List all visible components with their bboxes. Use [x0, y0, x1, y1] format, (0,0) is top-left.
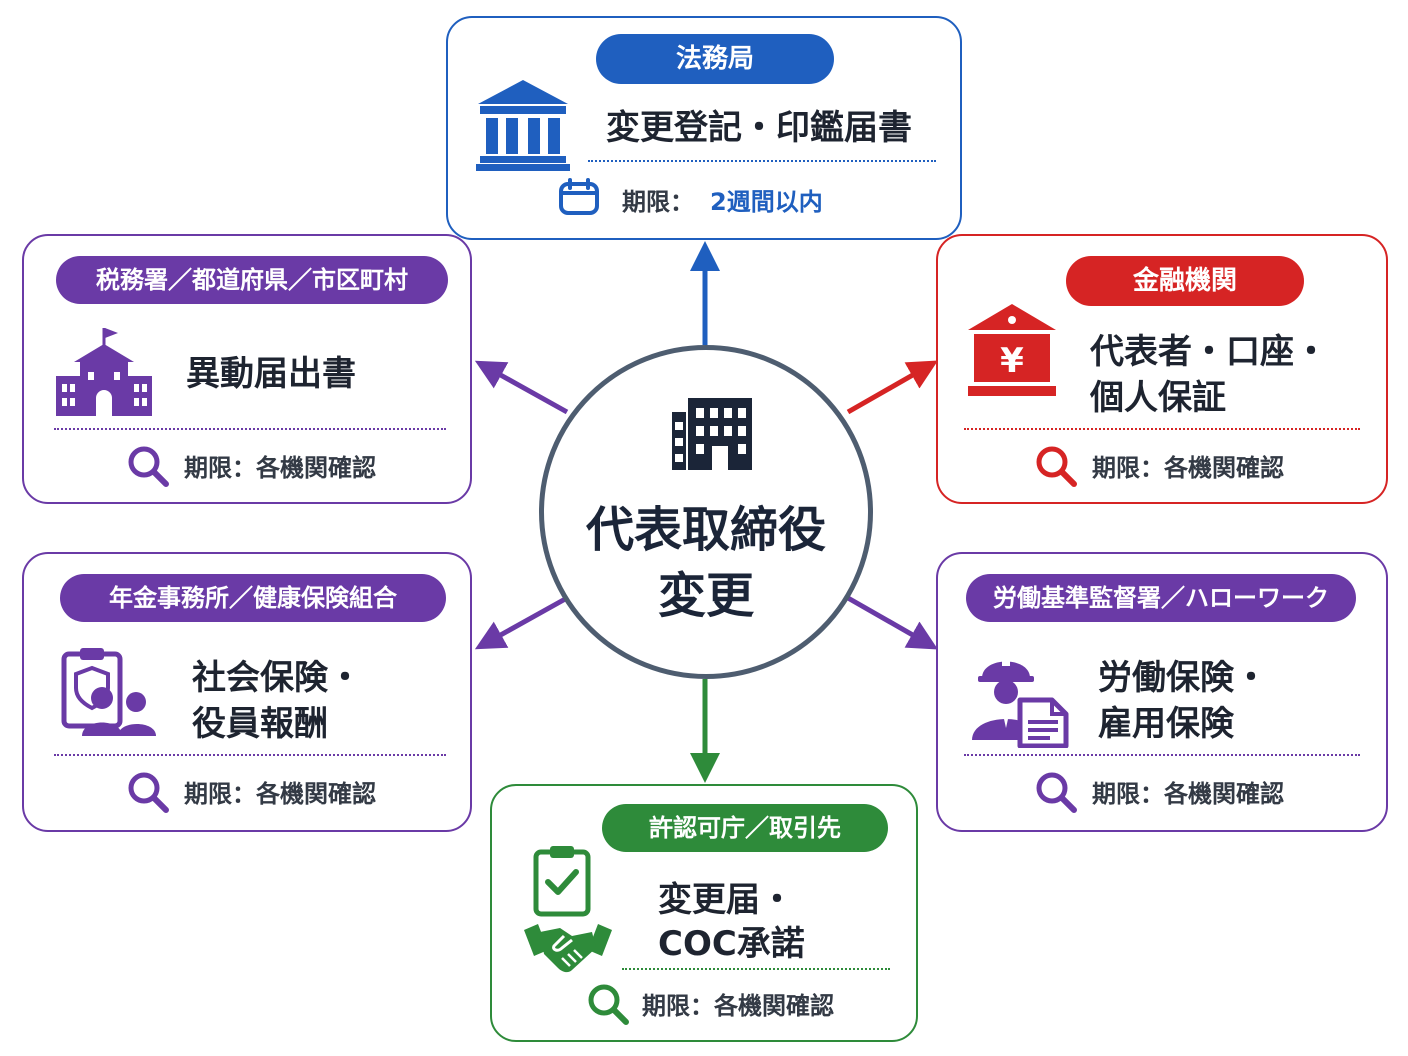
center-node: 代表取締役 変更 [539, 345, 873, 679]
arrow-to-nenkin [474, 595, 569, 650]
doc-title-roudou-line2: 雇用保険 [1098, 704, 1234, 744]
doc-title-nenkin-line2: 役員報酬 [192, 704, 328, 744]
doc-title-roudou-line1: 労働保険・ [1098, 658, 1268, 698]
divider [964, 754, 1360, 756]
arrow-to-roudou [846, 595, 939, 650]
handshake-icon [524, 924, 612, 973]
card-houmu: 法務局 変更登記・印鑑届書 期限： 2週間以内 [446, 16, 962, 240]
doc-title-zeimu: 異動届出書 [186, 354, 356, 394]
center-title-line2: 変更 [657, 568, 754, 624]
doc-title-kyoninka-line1: 変更届・ [658, 880, 794, 920]
doc-title-nenkin-line1: 社会保険・ [192, 658, 362, 698]
courthouse-icon [476, 80, 570, 171]
org-pill-kinyu: 金融機関 [1066, 256, 1304, 306]
divider [54, 754, 446, 756]
government-building-icon [56, 328, 152, 416]
office-building-icon [672, 398, 752, 470]
bank-yen-icon: ¥ [968, 304, 1056, 396]
deadline-roudou: 期限：各機関確認 [1092, 780, 1284, 808]
insurance-shield-people-icon [61, 648, 156, 736]
card-roudou: 労働基準監督署／ハローワーク 労働保険・ 雇用保険 期限：各機関確認 [936, 552, 1388, 832]
doc-title-kinyu-line2: 個人保証 [1090, 378, 1226, 418]
magnifier-icon [1036, 446, 1077, 487]
deadline-kyoninka: 期限：各機関確認 [642, 992, 834, 1020]
doc-title-kinyu-line1: 代表者・口座・ [1090, 332, 1328, 372]
magnifier-icon [1036, 772, 1077, 813]
org-pill-zeimu: 税務署／都道府県／市区町村 [56, 256, 448, 304]
arrow-to-zeimu [474, 360, 569, 415]
deadline-kinyu: 期限：各機関確認 [1092, 454, 1284, 482]
calendar-icon [559, 178, 599, 215]
worker-document-icon [972, 652, 1069, 748]
magnifier-icon [588, 984, 629, 1025]
doc-title-houmu: 変更登記・印鑑届書 [606, 108, 912, 148]
card-zeimu: 税務署／都道府県／市区町村 異動届出書 期限：各機関確認 [22, 234, 472, 504]
magnifier-icon [128, 446, 169, 487]
divider [964, 428, 1360, 430]
svg-text:¥: ¥ [1000, 341, 1024, 381]
arrow-to-kinyu [846, 360, 939, 415]
card-nenkin: 年金事務所／健康保険組合 社会保険・ 役員報酬 期限：各機関確認 [22, 552, 472, 832]
org-pill-kyoninka: 許認可庁／取引先 [602, 804, 888, 852]
deadline-label: 期限： [622, 188, 694, 216]
clipboard-check-icon [533, 846, 591, 917]
org-pill-nenkin: 年金事務所／健康保険組合 [60, 574, 446, 622]
divider [622, 968, 890, 970]
org-pill-houmu: 法務局 [596, 34, 834, 84]
org-pill-roudou: 労働基準監督署／ハローワーク [966, 574, 1356, 622]
divider [54, 428, 446, 430]
card-kyoninka: 許認可庁／取引先 変更届・ COC承諾 期限：各機関確認 [490, 784, 918, 1042]
doc-title-kyoninka-line2: COC承諾 [658, 924, 805, 964]
divider [588, 160, 936, 162]
deadline-zeimu: 期限：各機関確認 [184, 454, 376, 482]
deadline-nenkin: 期限：各機関確認 [184, 780, 376, 808]
magnifier-icon [128, 772, 169, 813]
card-kinyu: 金融機関 ¥ 代表者・口座・ 個人保証 期限：各機関確認 [936, 234, 1388, 504]
center-title-line1: 代表取締役 [585, 502, 826, 558]
deadline-value-houmu: 2週間以内 [710, 188, 823, 216]
